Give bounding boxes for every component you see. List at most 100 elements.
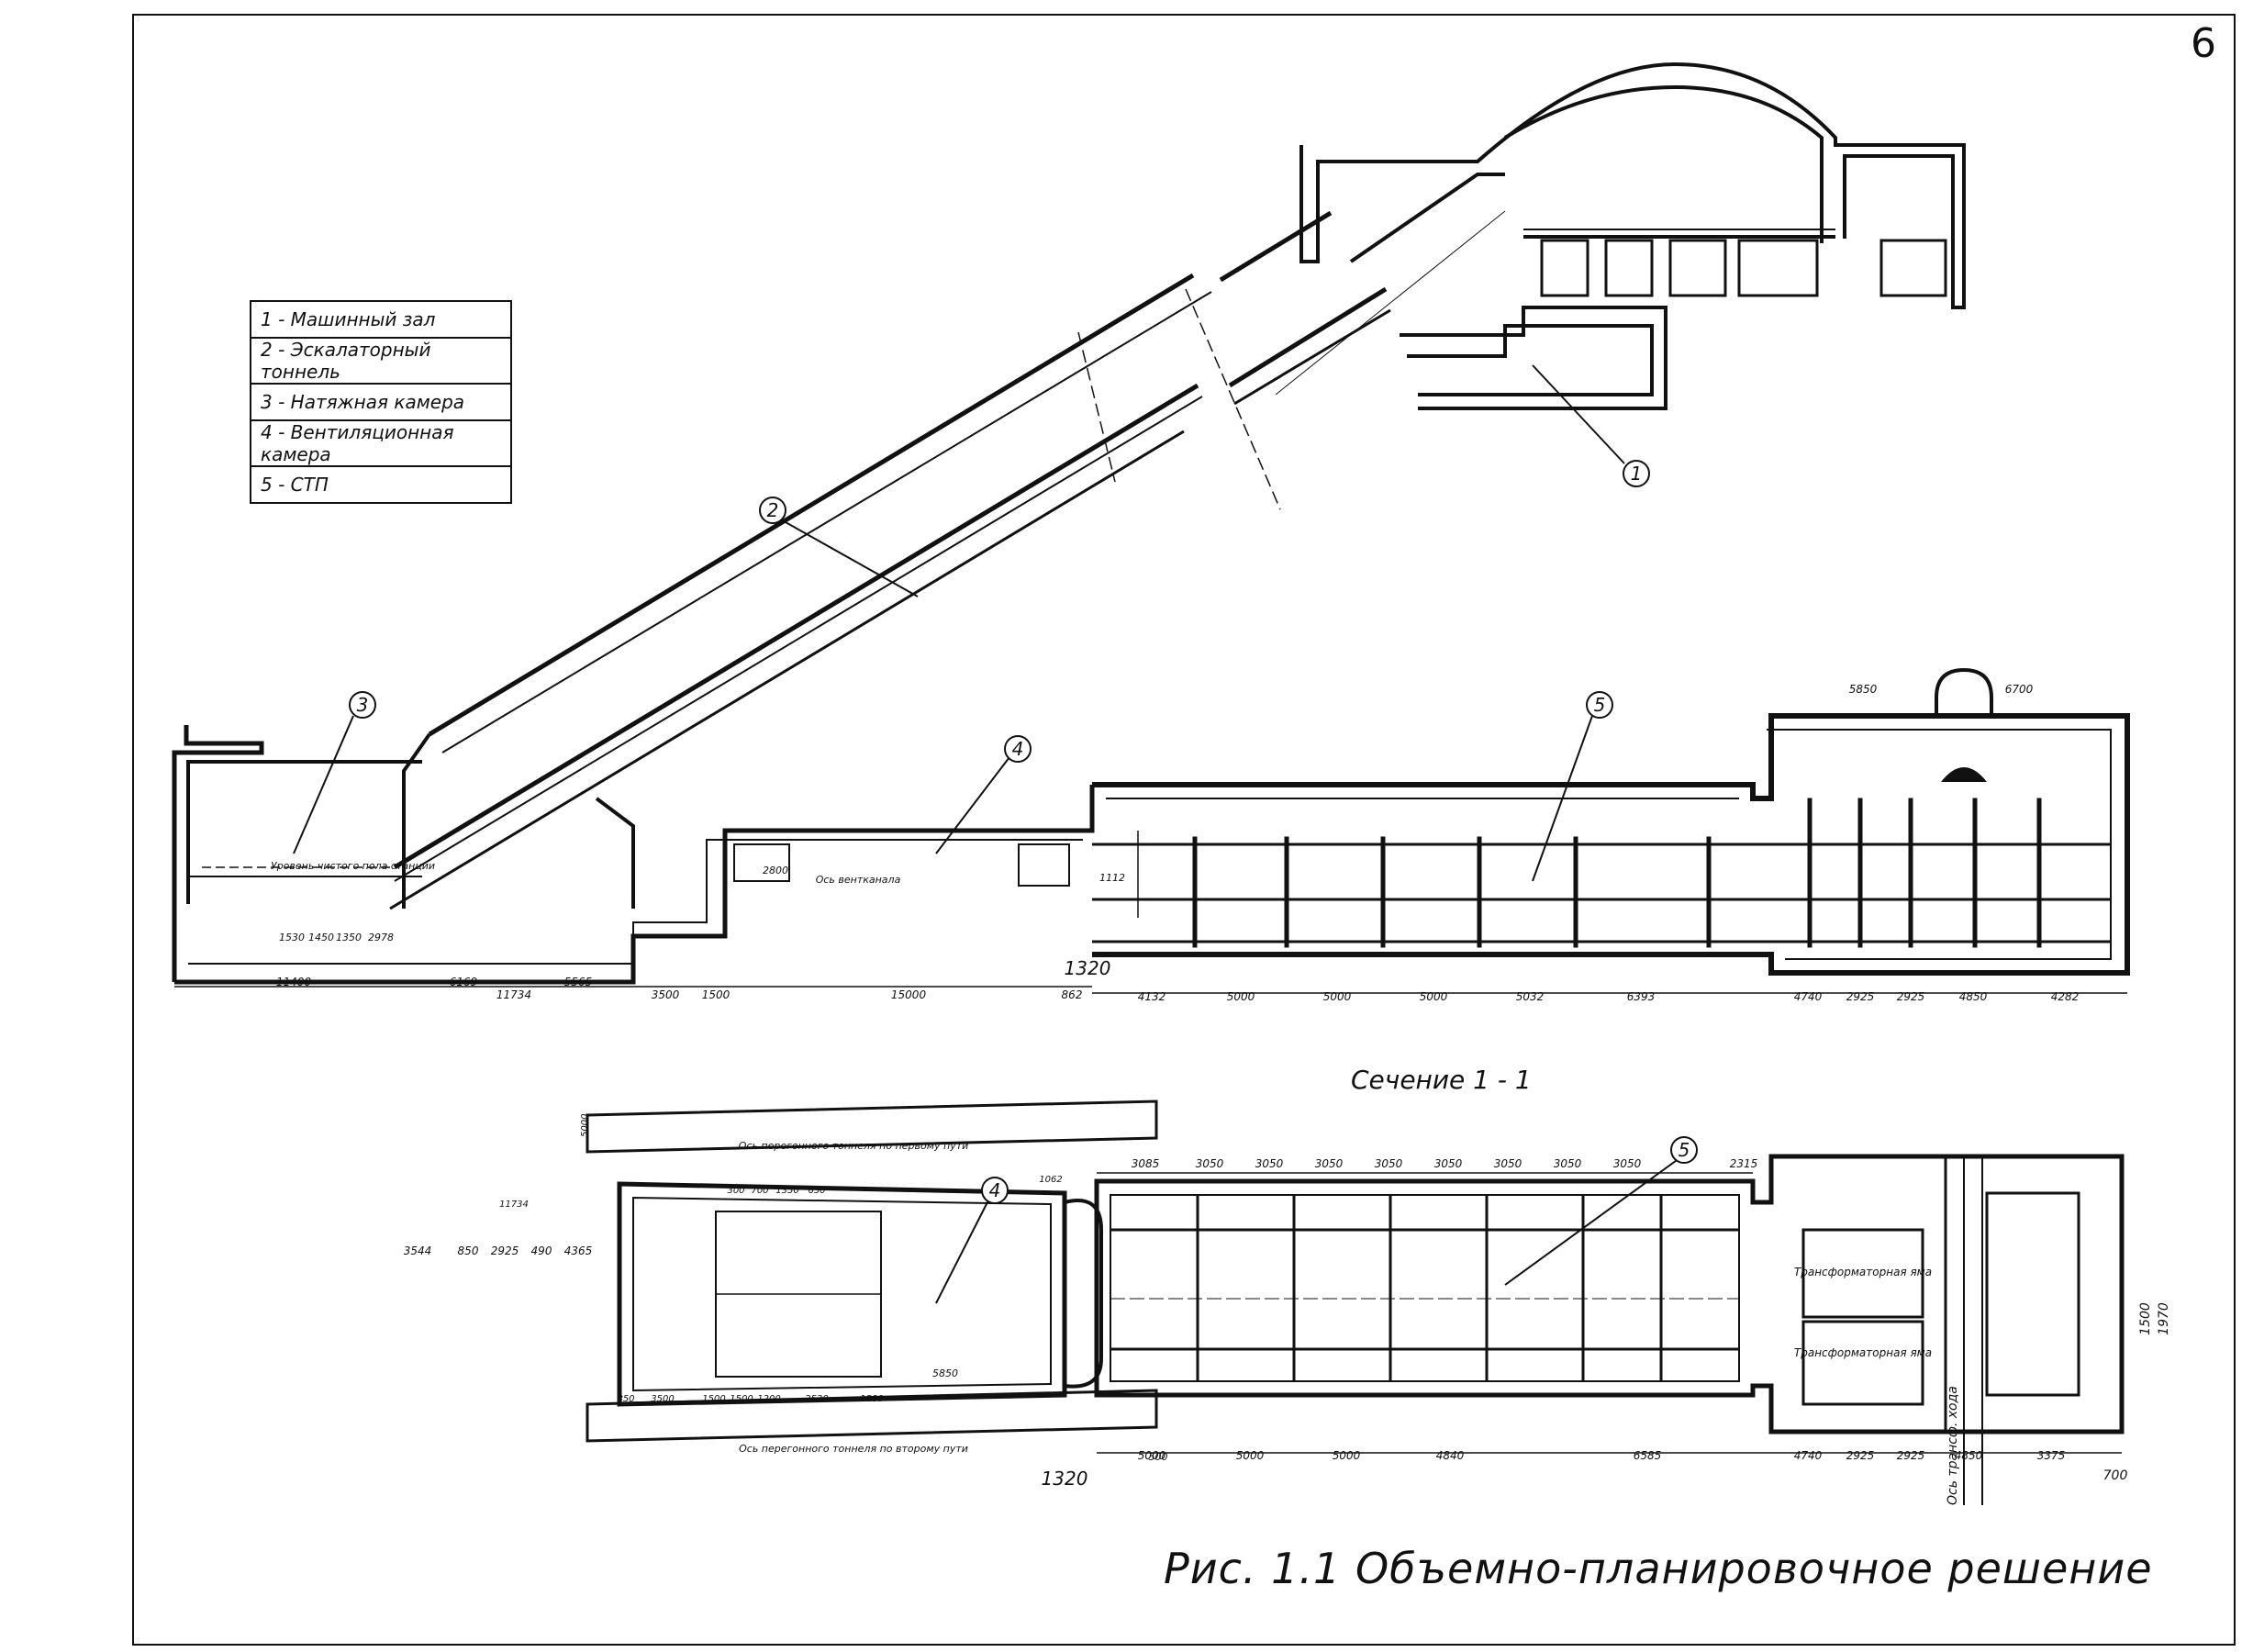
plan-lower-dim-5: 1200 [757, 1394, 780, 1404]
callout-1-label: 1 [1631, 463, 1643, 485]
plan-mid-dim-2: 700 [751, 1186, 768, 1196]
plan-top-dim-2: 3050 [1196, 1157, 1224, 1170]
figure-title: Рис. 1.1 Объемно-планировочное решение [1164, 1544, 2153, 1593]
plan-bottom-dim-10: 3375 [2037, 1449, 2066, 1462]
plan-top-dim-10: 2315 [1730, 1157, 1758, 1170]
floor-level-label: Уровень чистого пола станции [271, 860, 435, 872]
callout-5: 5 [1532, 691, 1613, 882]
plan-bottom-dim-9: 4850 [1955, 1449, 1983, 1462]
top-right-dim-1: 5850 [1849, 683, 1878, 696]
sheet-frame [132, 14, 2236, 1646]
section-view [172, 667, 2130, 985]
top-right-dim-2: 6700 [2005, 683, 2034, 696]
plan-left-dim-5: 4365 [564, 1245, 593, 1257]
section-dim-5: 5032 [1516, 990, 1545, 1003]
plan-top-dim-9: 3050 [1613, 1157, 1642, 1170]
section-left-dim-1: 11400 [276, 976, 312, 988]
legend-item-ventilation-chamber: 4 - Вентиляционная камера [250, 419, 512, 467]
section-dim-8: 2925 [1846, 990, 1875, 1003]
marker-1320-label: 1320 [1065, 957, 1111, 979]
plan-labels: Трансформаторная яма Трансформаторная ям… [739, 1140, 2171, 1505]
section-left-dim-5: 3500 [652, 988, 680, 1001]
marker-700-label: 700 [2103, 1468, 2128, 1483]
plan-lower-dim-1: 850 [617, 1394, 634, 1404]
section-small-dim-1530: 1530 [279, 932, 305, 943]
section-dim-2: 5000 [1227, 990, 1255, 1003]
section-dim-7: 4740 [1794, 990, 1823, 1003]
tunnel-track-1-label: Ось перегонного тоннеля по первому пути [739, 1140, 969, 1152]
machine-hall [1299, 61, 1966, 410]
section-small-dim-1112: 1112 [1099, 872, 1125, 884]
section-dim-11: 4282 [2051, 990, 2080, 1003]
callout-5-label: 5 [1594, 694, 1606, 716]
plan-lower-dim-3: 1500 [702, 1394, 725, 1404]
section-dim-6: 6393 [1627, 990, 1656, 1003]
section-dim-1: 4132 [1138, 990, 1166, 1003]
section-dim-10: 4850 [1959, 990, 1988, 1003]
plan-mid-dim-3: 1350 [775, 1186, 798, 1196]
plan-bottom-dim-4: 4840 [1436, 1449, 1465, 1462]
plan-left-dim-3: 2925 [491, 1245, 519, 1257]
plan-dim-1500: 1500 [2138, 1302, 2153, 1335]
section-left-dim-3: 11734 [496, 988, 531, 1001]
callout-4: 4 [935, 735, 1032, 854]
section-small-dim-1450: 1450 [308, 932, 334, 943]
section-left-dim-2: 6169 [450, 976, 478, 988]
section-dim-3: 5000 [1323, 990, 1352, 1003]
section-title: Сечение 1 - 1 [1351, 1065, 1532, 1095]
plan-bottom-dim-6: 4740 [1794, 1449, 1823, 1462]
callout-1: 1 [1532, 364, 1650, 487]
section-dim-9: 2925 [1897, 990, 1925, 1003]
section-dimension-line [174, 986, 2127, 994]
legend-item-stp: 5 - СТП [250, 465, 512, 504]
vent-axis-label: Ось вентканала [816, 874, 901, 886]
plan-left-dim-4: 490 [531, 1245, 552, 1257]
section-dim-4: 5000 [1420, 990, 1448, 1003]
plan-lower-dim-4: 1500 [730, 1394, 753, 1404]
marker-1320-top: 1320 [1065, 957, 1111, 979]
plan-top-dim-4: 3050 [1315, 1157, 1344, 1170]
callout-3: 3 [293, 691, 376, 854]
plan-top-dim-1: 3085 [1132, 1157, 1160, 1170]
trans-room-label-1: Трансформаторная яма [1794, 1266, 1932, 1278]
plan-bottom-dim-3: 5000 [1333, 1449, 1361, 1462]
plan-mid-dim-1: 300 [727, 1186, 744, 1196]
legend-item-machine-hall: 1 - Машинный зал [250, 300, 512, 339]
plan-bottom-dim-2: 5000 [1236, 1449, 1265, 1462]
escalator-tunnel [389, 210, 1506, 910]
plan-dim-1970: 1970 [2157, 1302, 2171, 1335]
plan-lower-dim-7: 1580 [860, 1394, 883, 1404]
plan-dim-5000: 5000 [580, 1114, 590, 1137]
plan-top-dim-3: 3050 [1255, 1157, 1284, 1170]
callout-2-label: 2 [767, 499, 779, 521]
plan-lower-dim-2: 3500 [651, 1394, 674, 1404]
trans-room-label-2: Трансформаторная яма [1794, 1346, 1932, 1359]
plan-bottom-dim-1: 5000 [1138, 1449, 1166, 1462]
axis-trans-label: Ось трансф. хода [1946, 1386, 1960, 1505]
plan-bottom-dim-500: 500 [1149, 1451, 1168, 1463]
marker-700: 700 [2103, 1468, 2128, 1483]
plan-11734-label: 11734 [499, 1200, 529, 1210]
section-left-dim-8: 862 [1062, 988, 1083, 1001]
plan-lower-dim-6: 2530 [805, 1394, 828, 1404]
callout-4-plan-label: 4 [989, 1179, 1001, 1201]
plan-bottom-dim-5: 6585 [1634, 1449, 1662, 1462]
plan-top-dim-6: 3050 [1434, 1157, 1463, 1170]
section-left-dim-6: 1500 [702, 988, 731, 1001]
callout-2: 2 [759, 497, 919, 597]
callout-3-label: 3 [357, 694, 369, 716]
plan-left-dim-2: 850 [458, 1245, 479, 1257]
legend-item-tension-chamber: 3 - Натяжная камера [250, 383, 512, 421]
section-dimensions: 4132 5000 5000 5000 5032 6393 4740 2925 … [271, 683, 2079, 1003]
plan-bottom-dim-7: 2925 [1846, 1449, 1875, 1462]
section-left-dim-7: 15000 [891, 988, 927, 1001]
section-small-dim-2800: 2800 [763, 865, 788, 876]
marker-1320-plan: 1320 [1042, 1468, 1088, 1490]
tunnel-track-2-label: Ось перегонного тоннеля по второму пути [739, 1443, 968, 1455]
plan-bottom-dim-8: 2925 [1897, 1449, 1925, 1462]
plan-dimensions: 3085 3050 3050 3050 3050 3050 3050 3050 … [404, 1114, 2122, 1463]
callout-4-plan: 4 [935, 1177, 1009, 1304]
marker-1320-plan-label: 1320 [1042, 1468, 1088, 1490]
section-left-dim-4: 5565 [564, 976, 593, 988]
